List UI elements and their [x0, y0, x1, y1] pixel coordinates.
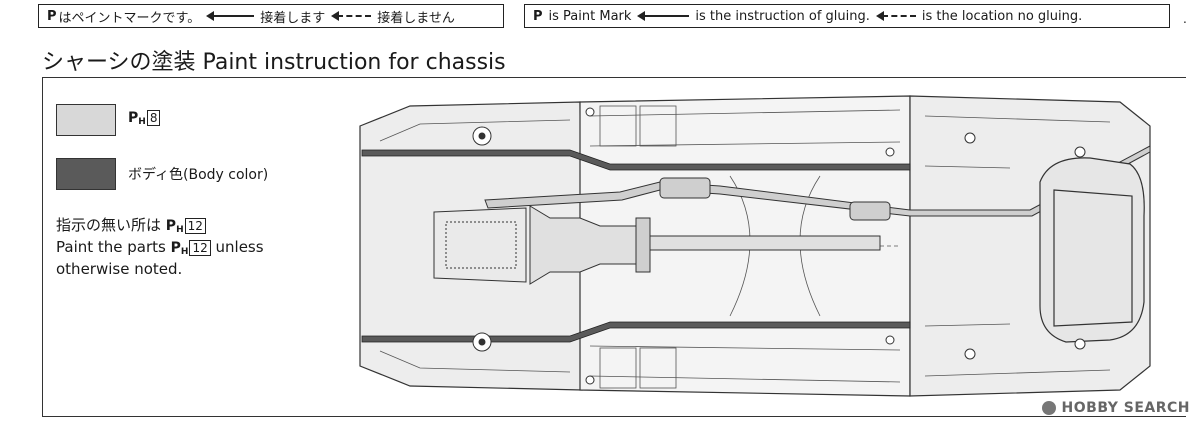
exhaust-system: [484, 145, 1151, 221]
glue-text-en: is the instruction of gluing.: [695, 8, 870, 24]
no-glue-text-jp: 接着しません: [377, 10, 455, 26]
swatch-body-color-label: ボディ色(Body color): [128, 167, 269, 183]
instruction-frame: [42, 77, 1186, 417]
watermark: HOBBY SEARCH: [1041, 400, 1190, 416]
watermark-logo-icon: [1041, 401, 1056, 415]
no-glue-arrow-icon: [331, 11, 372, 21]
paint-mark-symbol: P: [47, 8, 57, 24]
glue-text-jp: 接着します: [260, 10, 326, 26]
section-title: シャーシの塗装 Paint instruction for chassis: [42, 50, 506, 75]
glue-arrow-icon: [206, 11, 255, 21]
paint-code-symbol: PH: [128, 110, 146, 127]
transmission: [529, 205, 881, 285]
mount-holes: [472, 107, 1086, 385]
no-glue-arrow-icon-en: [875, 11, 916, 21]
swatch-ph8: [56, 104, 116, 136]
legend-japanese: P はペイントマークです。 接着します 接着しません: [38, 4, 504, 28]
frame-rails: [361, 149, 911, 343]
glue-arrow-icon-en: [637, 11, 690, 21]
chassis-diagram: [359, 95, 1151, 397]
legend-english: P is Paint Mark is the instruction of gl…: [524, 4, 1170, 28]
swatch-ph8-label: PH 8: [128, 110, 161, 127]
paint-mark-text-en: is Paint Mark: [548, 8, 632, 24]
paint-mark-symbol-en: P: [533, 8, 543, 24]
dot-mark: .: [1183, 12, 1187, 26]
fuel-tank: [1039, 157, 1145, 343]
paint-code-number: 8: [146, 110, 161, 126]
oil-pan: [433, 207, 527, 283]
frame-top-line: [42, 77, 1186, 78]
swatch-body-color: [56, 158, 116, 190]
note-english-line2: otherwise noted.: [56, 260, 183, 278]
paint-mark-text-jp: はペイントマークです。: [58, 10, 201, 26]
no-glue-text-en: is the location no gluing.: [921, 8, 1083, 24]
